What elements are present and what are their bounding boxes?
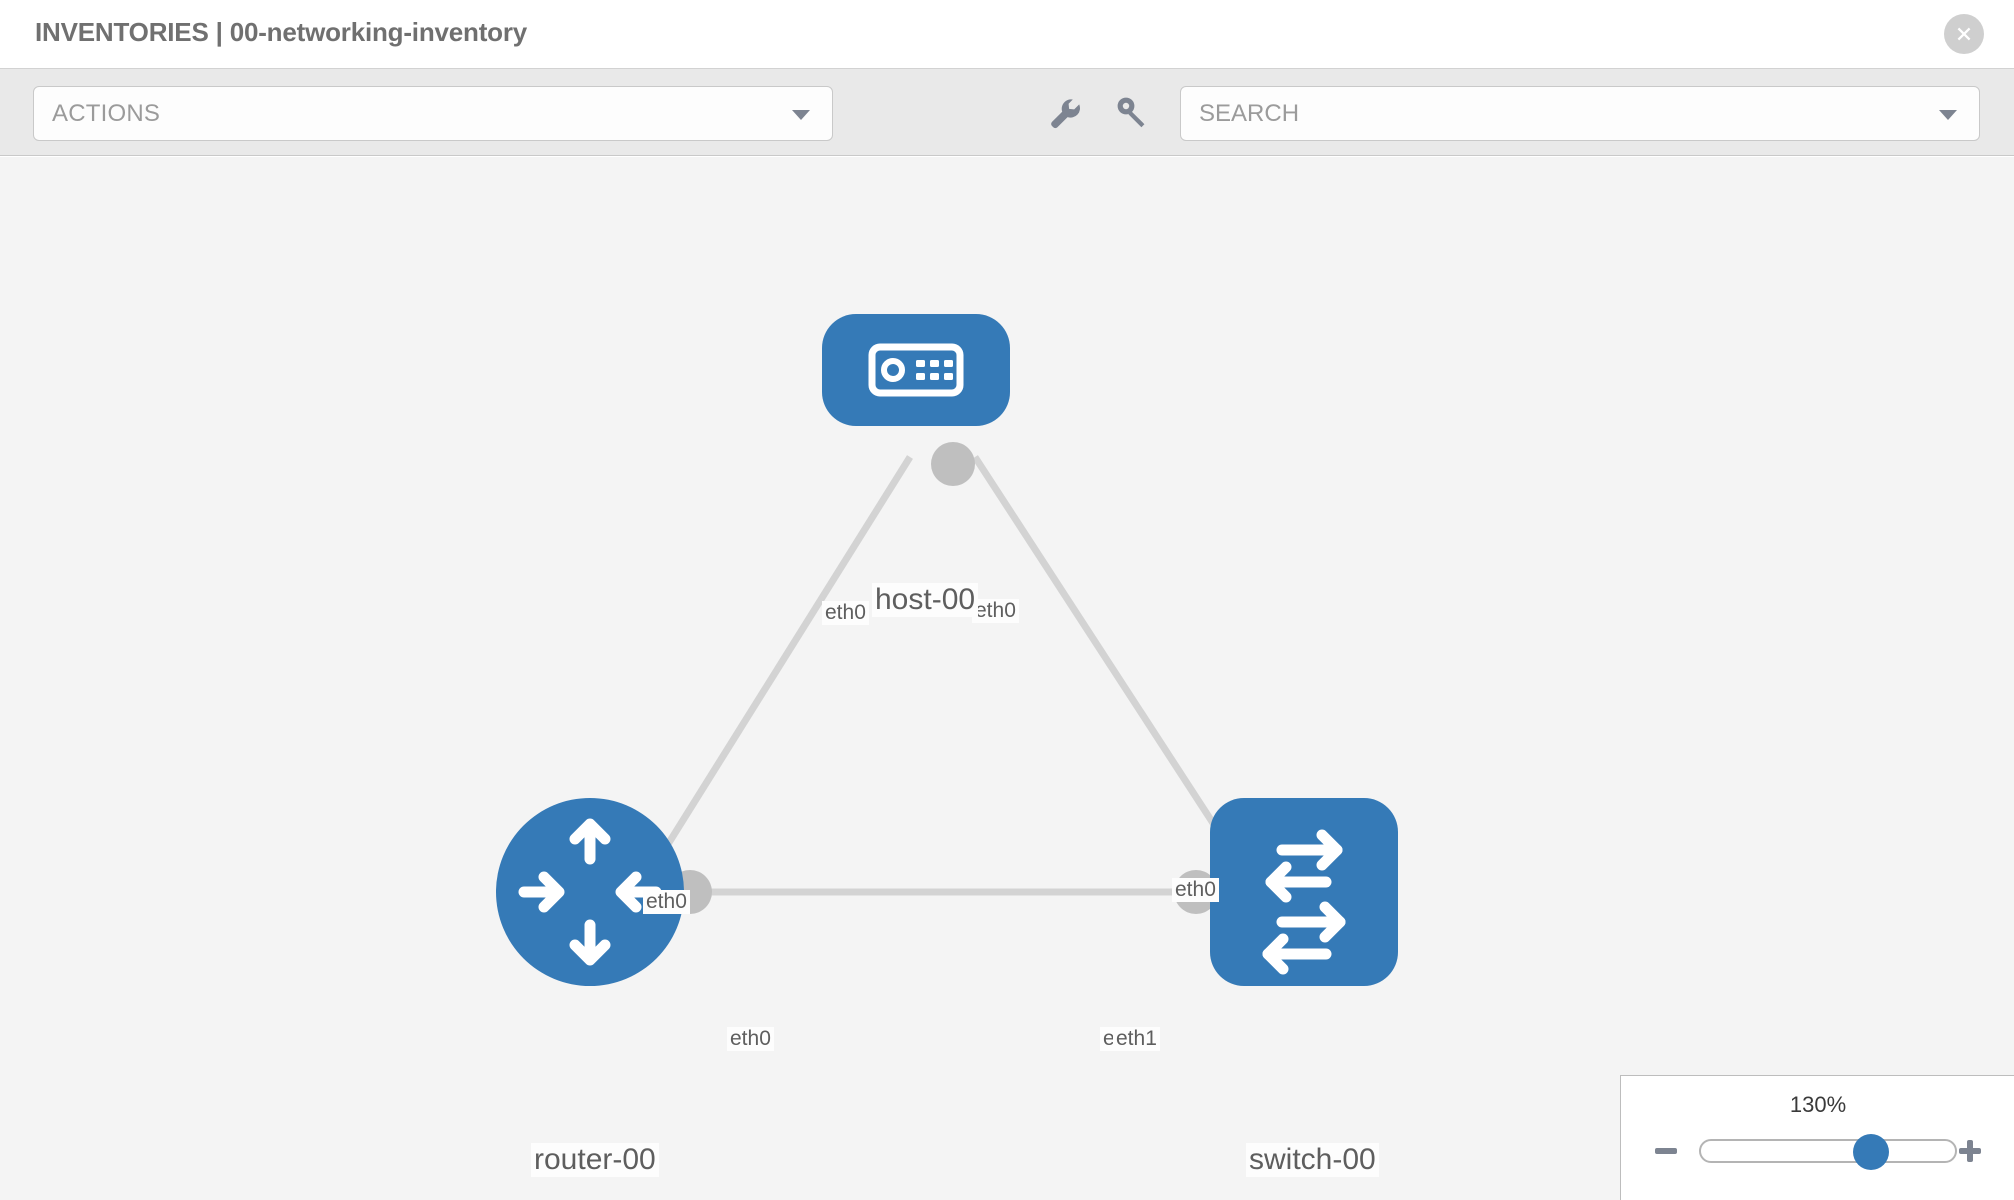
chevron-down-icon xyxy=(792,109,810,120)
router-arrows-icon xyxy=(518,818,662,966)
page-title: INVENTORIES | 00-networking-inventory xyxy=(35,17,528,47)
node-host-00 xyxy=(822,314,1010,426)
chevron-down-icon[interactable] xyxy=(1939,109,1957,120)
edge-label-router-right: eth0 xyxy=(727,1027,774,1052)
server-icon-details xyxy=(881,358,953,382)
port-nub-host xyxy=(931,442,975,486)
zoom-control-panel: 130% xyxy=(1620,1075,2014,1200)
edge-host-switch xyxy=(972,455,1238,859)
topology-graph xyxy=(496,314,1398,986)
actions-dropdown[interactable]: ACTIONS xyxy=(33,86,833,141)
key-icon[interactable] xyxy=(1108,89,1156,137)
zoom-percent-label: 130% xyxy=(1789,1092,1847,1117)
edge-label-host-left: eth0 xyxy=(822,601,869,626)
zoom-out-button[interactable] xyxy=(1647,1132,1685,1170)
edge-host-router xyxy=(657,455,913,859)
zoom-in-button[interactable] xyxy=(1951,1132,1989,1170)
node-label-host-00: host-00 xyxy=(872,583,979,617)
actions-dropdown-label: ACTIONS xyxy=(52,100,161,127)
node-label-switch-00: switch-00 xyxy=(1246,1143,1379,1177)
search-input[interactable] xyxy=(1199,87,1919,140)
edge-label-switch-up: eth0 xyxy=(1172,878,1219,903)
zoom-slider-thumb[interactable] xyxy=(1853,1134,1890,1170)
node-label-router-00: router-00 xyxy=(531,1143,659,1177)
zoom-slider-track[interactable] xyxy=(1699,1134,1957,1170)
edge-layer xyxy=(657,455,1238,896)
server-icon xyxy=(868,343,964,397)
edge-label-host-right: eth0 xyxy=(972,599,1019,624)
close-icon[interactable] xyxy=(1944,14,1984,54)
edge-label-switch-left-b: eth1 xyxy=(1113,1027,1160,1052)
zoom-slider-row xyxy=(1621,1128,2014,1174)
wrench-icon[interactable] xyxy=(1040,89,1088,137)
toolbar: ACTIONS xyxy=(0,68,2014,156)
search-field[interactable] xyxy=(1180,86,1980,141)
node-router-00 xyxy=(496,798,684,986)
page-header: INVENTORIES | 00-networking-inventory xyxy=(0,0,2014,68)
node-switch-00 xyxy=(1210,798,1398,986)
switch-arrows-icon xyxy=(1262,829,1346,975)
edge-label-router-up: eth0 xyxy=(643,890,690,915)
port-nub-layer xyxy=(668,442,1256,914)
topology-canvas[interactable]: eth0 eth0 eth0 eth0 eth0 eth eth1 host-0… xyxy=(0,157,2014,1200)
